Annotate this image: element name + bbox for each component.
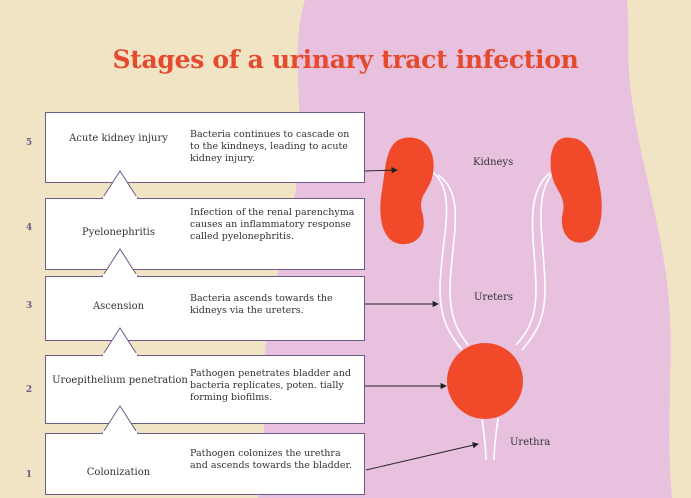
stage-card-acute-kidney-injury: Acute kidney injury Bacteria continues t… <box>45 112 365 183</box>
stage-name: Uroepithelium penetration <box>52 375 188 386</box>
stage-card-colonization: Colonization Pathogen colonizes the uret… <box>45 433 365 495</box>
stage-number-4: 4 <box>25 223 33 233</box>
stage-card-pyelonephritis: Pyelonephritis Infection of the renal pa… <box>45 198 365 270</box>
stage-description: Pathogen colonizes the urethra and ascen… <box>190 448 352 471</box>
page-title: Stages of a urinary tract infection <box>112 45 579 74</box>
stage-description: Bacteria ascends towards the kidneys via… <box>190 293 333 316</box>
kidneys-label: Kidneys <box>473 157 514 168</box>
stage-card-uroepithelium-penetration: Uroepithelium penetration Pathogen penet… <box>45 355 365 424</box>
stage-number-5: 5 <box>25 138 33 148</box>
urethra-label: Urethra <box>510 437 551 448</box>
ureters-label: Ureters <box>474 292 513 303</box>
stage-number-3: 3 <box>25 301 33 311</box>
stage-name: Colonization <box>86 467 151 478</box>
stage-number-1: 1 <box>25 470 33 480</box>
stage-description: Bacteria continues to cascade on to the … <box>190 129 350 164</box>
stage-card-ascension: Ascension Bacteria ascends towards the k… <box>45 276 365 341</box>
stage-name: Acute kidney injury <box>69 133 168 144</box>
stage-description: Infection of the renal parenchyma causes… <box>190 207 355 242</box>
stage-description: Pathogen penetrates bladder and bacteria… <box>190 368 351 403</box>
stage-name: Ascension <box>92 301 145 312</box>
stage-number-2: 2 <box>25 385 33 395</box>
stage-name: Pyelonephritis <box>81 227 156 238</box>
